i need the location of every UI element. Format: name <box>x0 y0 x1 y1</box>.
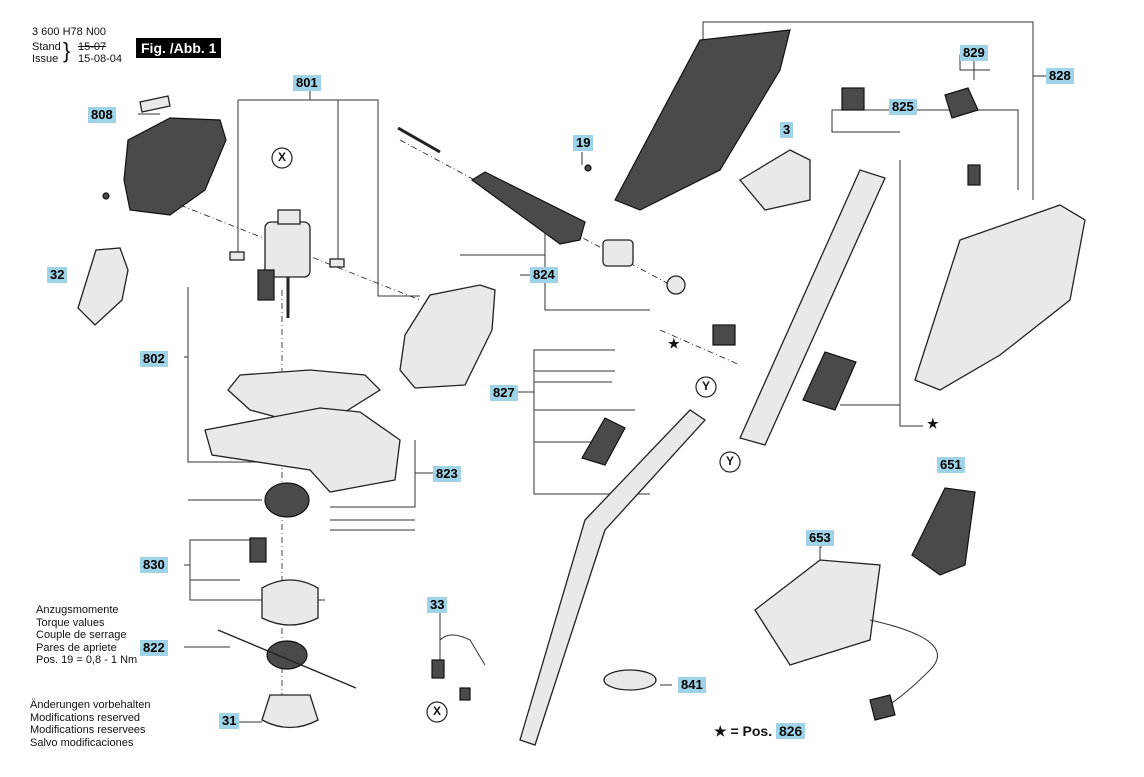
callout-3: 3 <box>780 122 794 138</box>
label-plate <box>139 95 171 113</box>
callout-19: 19 <box>573 135 594 151</box>
callout-829: 829 <box>960 45 988 61</box>
torque-note: Anzugsmomente Torque values Couple de se… <box>36 604 137 667</box>
switch-lock <box>944 87 979 119</box>
shaft-clamp <box>581 417 626 466</box>
marker-letter: Y <box>726 454 735 468</box>
torque-spec: Pos. 19 = 0,8 - 1 Nm <box>36 654 138 666</box>
spool-cap <box>261 694 319 729</box>
modifications-note: Änderungen vorbehalten Modifications res… <box>30 699 150 749</box>
callout-830: 830 <box>140 557 168 573</box>
marker-circle-x-top <box>271 147 293 169</box>
handle-sleeve <box>602 239 634 267</box>
callout-824: 824 <box>530 267 558 283</box>
grass-guard <box>204 407 401 493</box>
o-ring <box>603 669 657 691</box>
marker-letter: Y <box>702 379 711 393</box>
spool-housing <box>261 579 319 626</box>
star-symbol: ★ <box>714 723 727 739</box>
modifications-line: Salvo modificaciones <box>30 736 134 749</box>
charger-cable <box>869 619 938 711</box>
marker-letter: X <box>433 704 442 718</box>
fan-wheel <box>264 482 310 518</box>
modifications-line: Modifications reserved <box>30 711 141 724</box>
housing-half <box>399 284 496 389</box>
battery-housing-half <box>614 29 791 211</box>
spring <box>967 164 981 186</box>
document-number: 3 600 H78 N00 <box>32 26 106 38</box>
callout-802: 802 <box>140 351 168 367</box>
marker-circle-y-left <box>695 376 717 398</box>
callout-822: 822 <box>140 640 168 656</box>
marker-letter: X <box>278 150 287 164</box>
switch-button <box>841 87 865 111</box>
motor-housing-half <box>123 117 227 216</box>
callout-823: 823 <box>433 466 461 482</box>
stand-label: Stand <box>32 41 61 53</box>
brace: } <box>63 38 71 63</box>
legend-number: 826 <box>775 723 806 739</box>
lower-shaft <box>519 409 706 746</box>
auxiliary-handle-bracket <box>227 369 382 419</box>
connector-cap <box>459 687 471 701</box>
torque-line: Torque values <box>36 616 105 629</box>
main-handle-grip <box>470 171 586 245</box>
issue-label: Issue <box>32 53 59 65</box>
modifications-line: Änderungen vorbehalten <box>30 699 151 711</box>
callout-31: 31 <box>219 713 240 729</box>
legend-text: = Pos. <box>730 723 773 739</box>
callout-653: 653 <box>806 530 834 546</box>
callout-651: 651 <box>937 457 965 473</box>
line-spool <box>266 640 308 670</box>
mains-plug <box>869 694 896 721</box>
marker-circle-y-right <box>719 451 741 473</box>
star-marker: ★ <box>668 336 680 351</box>
star-marker: ★ <box>927 416 939 431</box>
battery-pack <box>911 487 976 576</box>
electronics-module <box>739 149 811 211</box>
star-legend: ★ = Pos. 826 <box>714 723 806 740</box>
callout-828: 828 <box>1046 68 1074 84</box>
callout-808: 808 <box>88 107 116 123</box>
callout-827: 827 <box>490 385 518 401</box>
callout-33: 33 <box>427 597 448 613</box>
knob <box>666 275 686 295</box>
battery-charger <box>754 559 881 666</box>
callout-841: 841 <box>678 677 706 693</box>
callout-32: 32 <box>47 267 68 283</box>
torque-line: Pares de apriete <box>36 641 117 654</box>
stand-date: 15-07 <box>78 41 107 53</box>
grip-sleeve <box>802 351 857 411</box>
screw <box>102 192 110 200</box>
spool-tab <box>249 537 267 563</box>
cable <box>439 634 486 666</box>
cutting-line <box>217 629 357 689</box>
issue-date: 15-08-04 <box>78 53 123 65</box>
handle-housing <box>914 204 1086 391</box>
upper-shaft <box>739 169 886 446</box>
motor-assembly <box>229 209 345 318</box>
callout-825: 825 <box>889 99 917 115</box>
modifications-line: Modifications reservees <box>30 724 146 736</box>
callout-801: 801 <box>293 75 321 91</box>
marker-circle-x-bottom <box>426 701 448 723</box>
screw-19 <box>584 164 592 172</box>
tension-rod <box>397 126 441 154</box>
cover-part <box>77 247 129 326</box>
torque-line: Anzugsmomente <box>36 604 119 616</box>
torque-line: Couple de serrage <box>36 629 127 641</box>
leader-lines <box>138 21 1046 723</box>
clip <box>712 324 736 346</box>
connector <box>431 659 445 679</box>
figure-label: Fig. /Abb. 1 <box>136 38 222 58</box>
